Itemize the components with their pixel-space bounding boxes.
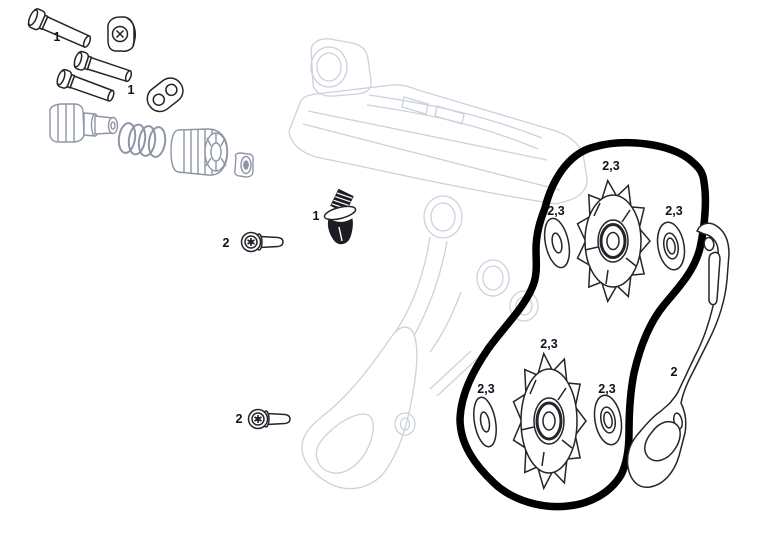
- washer-lower-left-icon: [473, 396, 497, 448]
- label-washer-upper-left: 2,3: [547, 204, 565, 218]
- torx-screw-upper-icon: [240, 231, 284, 253]
- outer-cage-ghost-icon: [301, 326, 479, 490]
- pulley-lower-icon: [513, 354, 586, 489]
- derailleur-body-ghost-icon: [288, 38, 588, 353]
- two-hole-anchor-plate-icon: [146, 77, 184, 113]
- label-hex-bolts-short: 1: [127, 83, 135, 97]
- hex-bolt-long-icon: [27, 8, 92, 48]
- barrel-adjuster-body-icon: [49, 103, 119, 143]
- hex-bolt-short-b-icon: [56, 68, 115, 102]
- adjuster-nut-icon: [234, 152, 254, 178]
- barrel-adjuster-knob-icon: [170, 128, 229, 176]
- label-torx-screw-upper: 2: [222, 236, 230, 250]
- label-b-adjust-screw: 1: [312, 209, 320, 223]
- label-washer-lower-right: 2,3: [598, 382, 616, 396]
- cable-anchor-clamp-icon: [107, 16, 136, 52]
- b-adjust-screw-icon: [323, 188, 357, 245]
- washer-upper-left-icon: [543, 217, 571, 269]
- label-washer-lower-left: 2,3: [477, 382, 495, 396]
- adjuster-spring-icon: [117, 122, 167, 158]
- pulley-upper-icon: [577, 181, 650, 302]
- label-hex-bolt-long: 1: [53, 30, 61, 44]
- label-pulley-upper: 2,3: [602, 159, 620, 173]
- washer-upper-right-icon: [656, 221, 686, 271]
- torx-screw-lower-icon: [247, 408, 291, 430]
- inner-cage-plate-icon: [626, 222, 730, 488]
- hex-bolt-short-a-icon: [73, 50, 133, 83]
- label-torx-screw-lower: 2: [235, 412, 243, 426]
- washer-lower-right-icon: [593, 394, 623, 446]
- label-pulley-lower: 2,3: [540, 337, 558, 351]
- label-inner-cage-plate: 2: [670, 365, 678, 379]
- label-washer-upper-right: 2,3: [665, 204, 683, 218]
